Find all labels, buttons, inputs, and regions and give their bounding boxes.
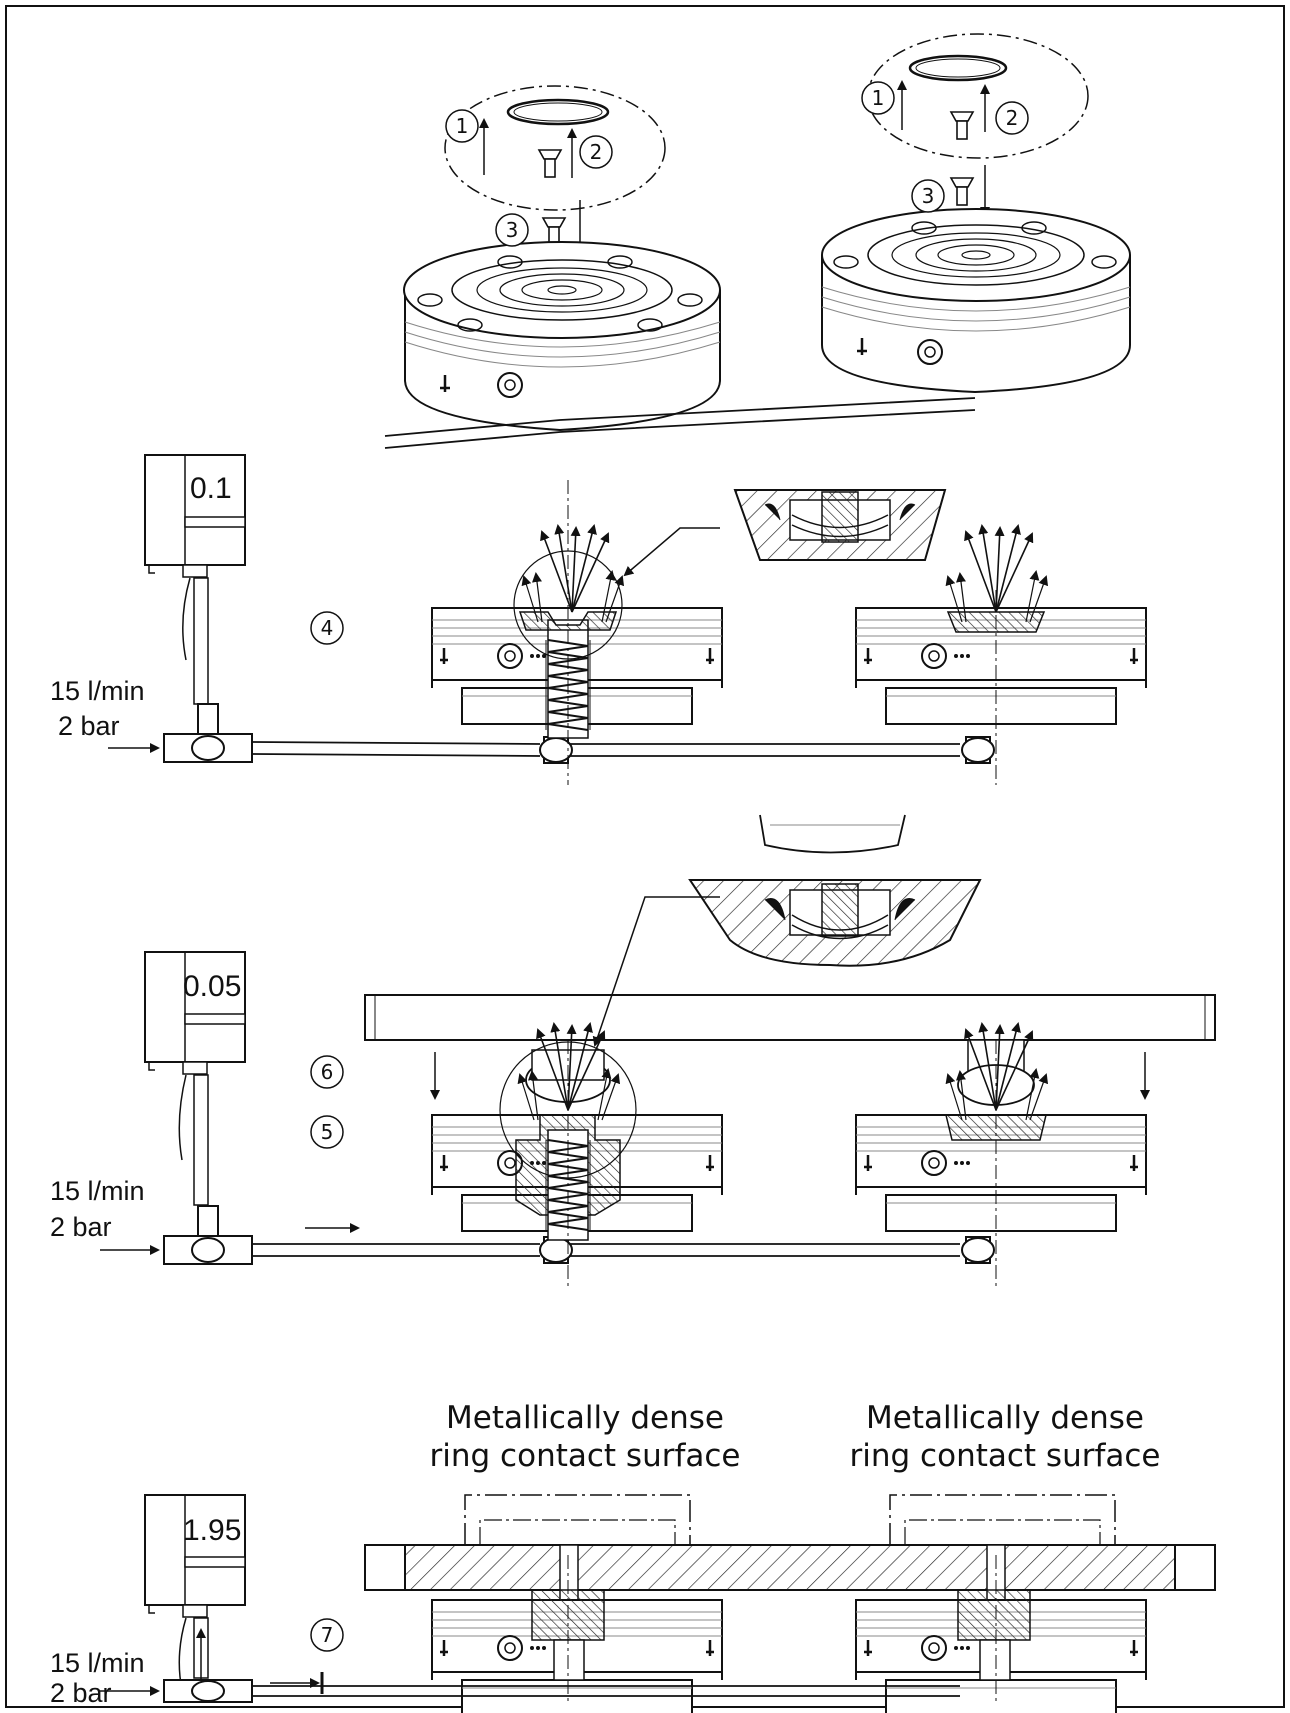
svg-text:3: 3 [506, 218, 519, 242]
step-5-6-section: 0.05 15 l/min 2 bar [50, 814, 1216, 1290]
screw-icon [949, 177, 975, 206]
supply-pressure: 2 bar [50, 1678, 112, 1708]
flow-gauge-reading: 1.95 [183, 1514, 241, 1547]
svg-text:7: 7 [321, 1623, 334, 1647]
callout-2: 2 [995, 101, 1029, 135]
detail-inset [688, 814, 982, 967]
callout-3: 3 [495, 213, 529, 247]
contact-note-line1: Metallically dense [446, 1400, 724, 1436]
supply-flow: 15 l/min [50, 1176, 145, 1206]
callout-5: 5 [310, 1115, 344, 1149]
callout-3: 3 [911, 179, 945, 213]
callout-4: 4 [310, 611, 344, 645]
supply-flow: 15 l/min [50, 1648, 145, 1678]
screw-icon [949, 111, 975, 140]
step-7-section: 1.95 15 l/min 2 bar Metallically dense r… [50, 1400, 1216, 1713]
pallet-plate [364, 994, 1216, 1041]
o-ring [908, 54, 1008, 82]
supply-pressure: 2 bar [50, 1212, 112, 1242]
callout-6: 6 [310, 1055, 344, 1089]
step-4-section: 0.1 15 l/min 2 bar [50, 454, 1148, 785]
quick-change-module [821, 208, 1131, 394]
screw-icon [541, 217, 567, 246]
supply-pressure: 2 bar [58, 711, 120, 741]
contact-note-line1: Metallically dense [866, 1400, 1144, 1436]
svg-text:4: 4 [321, 616, 334, 640]
callout-7: 7 [310, 1618, 344, 1652]
exploded-view [384, 33, 1131, 449]
callout-2: 2 [579, 135, 613, 169]
callout-1: 1 [445, 109, 479, 143]
flow-gauge-reading: 0.05 [183, 970, 241, 1003]
detail-inset [733, 489, 947, 561]
screw-icon [537, 149, 563, 178]
supply-flow: 15 l/min [50, 676, 145, 706]
pallet-plate [364, 1544, 1216, 1591]
svg-text:2: 2 [1006, 106, 1019, 130]
o-ring [506, 98, 610, 126]
quick-change-module [403, 241, 721, 432]
svg-text:5: 5 [321, 1120, 334, 1144]
callout-1: 1 [861, 81, 895, 115]
svg-text:3: 3 [922, 184, 935, 208]
svg-text:1: 1 [456, 114, 469, 138]
contact-note-line2: ring contact surface [430, 1438, 741, 1474]
svg-text:2: 2 [590, 140, 603, 164]
flow-gauge-reading: 0.1 [190, 472, 232, 505]
svg-text:1: 1 [872, 86, 885, 110]
contact-note-line2: ring contact surface [850, 1438, 1161, 1474]
svg-text:6: 6 [321, 1060, 334, 1084]
